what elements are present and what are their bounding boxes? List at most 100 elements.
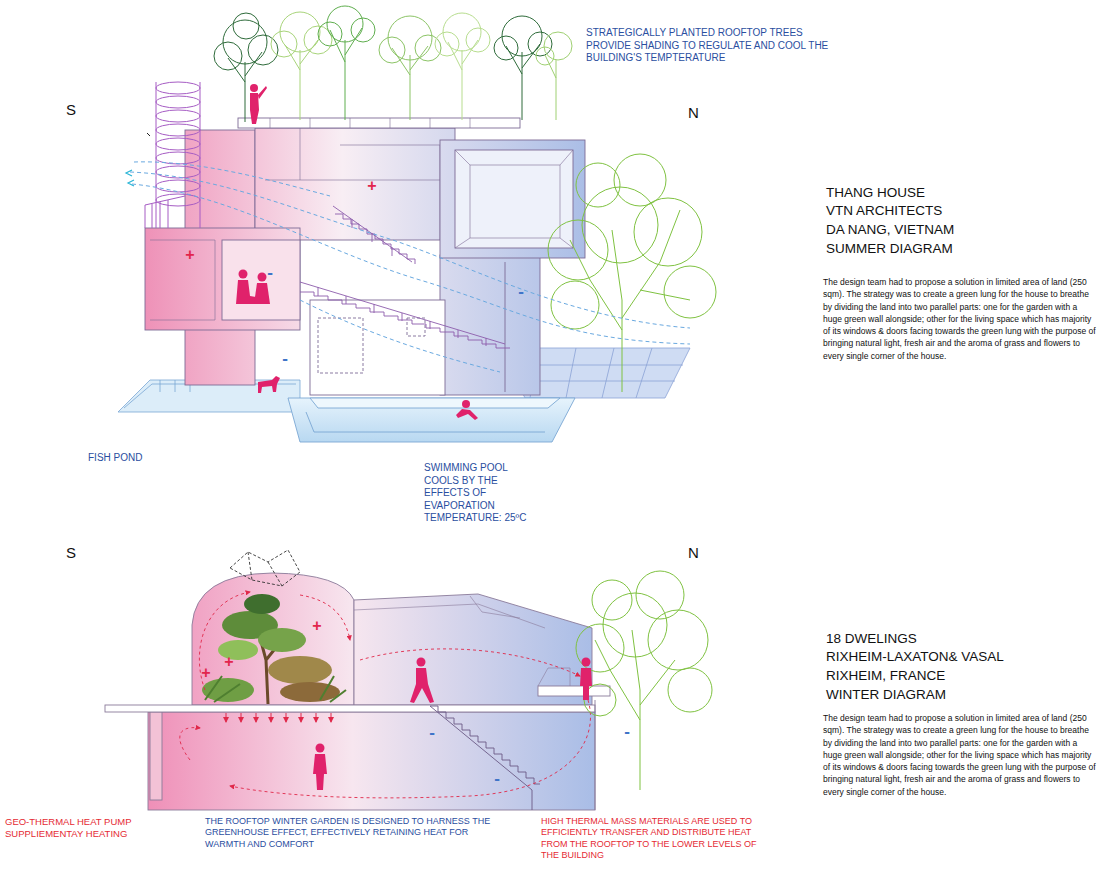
swimming-pool (310, 398, 560, 408)
roof-trees (271, 12, 332, 120)
human-figures (236, 84, 478, 420)
note-text-box: SWIMMING POOL COOLS BY THE EFFECTS OF EV… (424, 462, 544, 525)
heat-mark: + (201, 665, 210, 681)
heat-arrows (226, 713, 227, 722)
building (238, 118, 520, 128)
note-text-box: THE ROOFTOP WINTER GARDEN IS DESIGNED TO… (205, 816, 505, 850)
winter-garden-plant (205, 676, 346, 702)
winter-garden-plant (218, 640, 258, 660)
section-tree (603, 593, 667, 657)
heat-arrows (331, 713, 332, 722)
title-line: THANG HOUSE (826, 185, 925, 202)
garden-tree (614, 154, 666, 206)
heat-flow (230, 700, 590, 798)
heat-mark: + (224, 654, 233, 670)
cool-mark-box: - (429, 724, 435, 741)
section-building (105, 573, 610, 810)
heat-arrows (241, 713, 242, 722)
heat-flow (180, 592, 591, 798)
section-tree (592, 580, 632, 620)
human-figures (258, 376, 280, 393)
section-building (150, 712, 162, 800)
spiral-stair (156, 124, 200, 136)
cool-mark: - (494, 770, 500, 787)
heat-mark: + (367, 178, 376, 194)
airflow (130, 162, 690, 372)
section-building (538, 668, 570, 686)
compass-letter-box: N (688, 544, 699, 563)
note-text-box: HIGH THERMAL MASS MATERIALS ARE USED TO … (541, 816, 773, 861)
heat-flow (199, 592, 250, 690)
building (265, 128, 440, 240)
section-building (105, 705, 595, 712)
spiral-stair (156, 166, 200, 178)
cool-mark-box: - (267, 264, 273, 281)
winter-garden-plant (202, 678, 254, 702)
roof-trees (388, 16, 432, 60)
note-text: THE ROOFTOP WINTER GARDEN IS DESIGNED TO… (205, 816, 505, 850)
airflow-arrows (126, 170, 134, 186)
compass-letter: S (66, 544, 76, 563)
compass-letter: S (66, 101, 76, 120)
garden-tree (551, 281, 599, 329)
section-tree (576, 624, 624, 672)
building (310, 300, 445, 395)
building (145, 228, 300, 330)
section-building (470, 596, 520, 618)
cool-mark-box: - (624, 723, 630, 740)
spiral-stair (156, 96, 200, 108)
title-line: VTN ARCHITECTS (826, 203, 942, 220)
title-line-box: VTN ARCHITECTS (826, 203, 942, 220)
garden-tree (582, 187, 658, 263)
airflow-arrows (126, 170, 132, 176)
compass-letter: N (688, 104, 699, 123)
staircase (333, 206, 412, 262)
cool-mark: - (282, 350, 288, 367)
human-figures (462, 400, 470, 408)
section-figures (313, 658, 592, 791)
building (455, 150, 573, 248)
human-figures (254, 283, 270, 304)
tick-mark (147, 133, 150, 136)
heat-mark-box: + (185, 247, 194, 263)
title-line-box: RIXHEIM-LAXATON& VASAL (826, 649, 1004, 666)
airflow (134, 162, 330, 196)
human-figures (239, 270, 248, 279)
roof-trees (327, 6, 363, 42)
building (150, 240, 215, 320)
airflow (132, 184, 690, 344)
spiral-stair (156, 110, 200, 122)
airflow (130, 172, 690, 328)
heat-mark: + (185, 247, 194, 263)
building (455, 150, 573, 248)
note-text-box: STRATEGICALLY PLANTED ROOFTOP TREES PROV… (586, 27, 836, 65)
section-figures (582, 658, 591, 667)
compass-letter-box: S (66, 544, 76, 563)
roof-trees (435, 13, 490, 120)
fish-pond (160, 380, 161, 392)
roof-trees (351, 18, 375, 42)
building (318, 318, 363, 373)
roof-trees (379, 37, 405, 63)
roof-trees (214, 13, 278, 122)
section-tree (668, 668, 712, 712)
winter-garden-plant (280, 682, 340, 702)
spiral-stair (156, 180, 200, 192)
building (440, 255, 540, 395)
staircase (300, 282, 505, 346)
heat-arrows (226, 713, 331, 722)
cool-mark-box: - (494, 770, 500, 787)
roof-trees (466, 28, 490, 52)
swimming-pool (288, 398, 575, 442)
title-line-box: SUMMER DIAGRAM (826, 241, 953, 258)
building (505, 262, 506, 392)
roof-trees (280, 12, 320, 52)
spiral-stair (156, 138, 200, 150)
cool-mark: - (429, 724, 435, 741)
heat-arrows (271, 713, 272, 722)
title-line-box: 18 DWELINGS (826, 631, 917, 648)
title-line: WINTER DIAGRAM (826, 687, 946, 704)
heat-mark-box: + (201, 665, 210, 681)
human-figures (250, 84, 258, 92)
roof-trees (248, 35, 278, 65)
